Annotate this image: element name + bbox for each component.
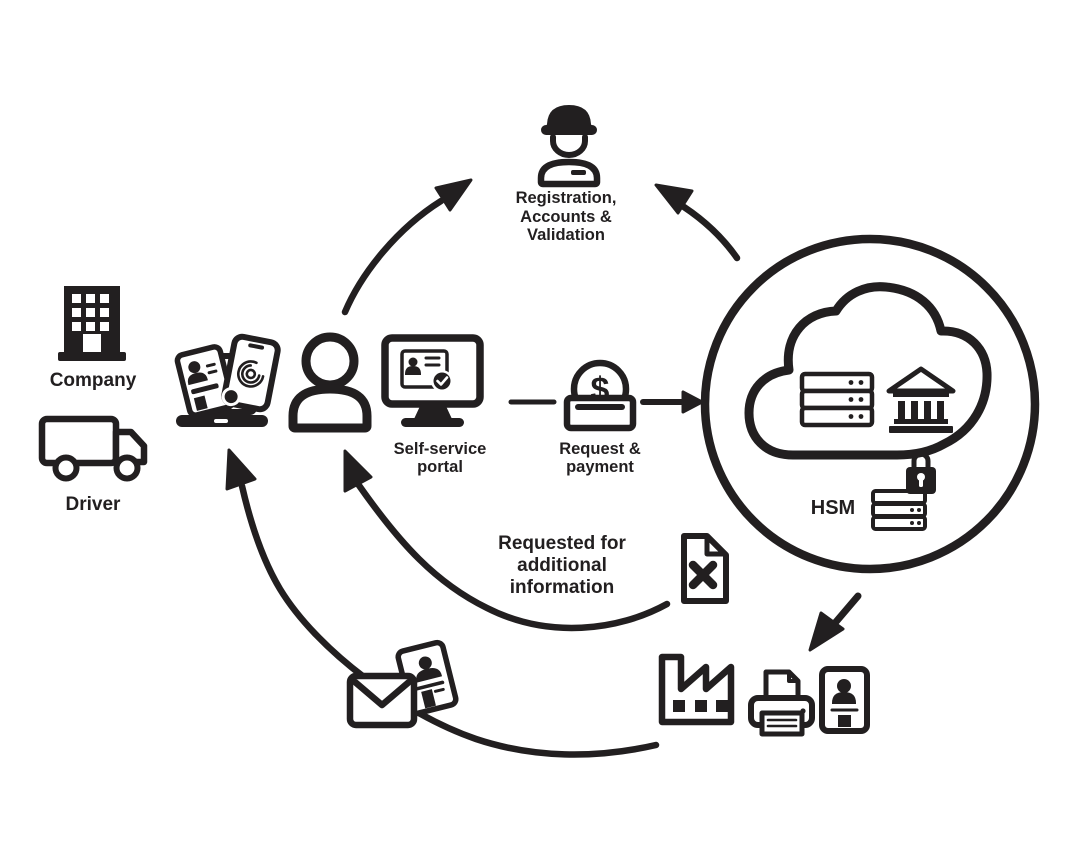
office-building-icon (58, 286, 126, 361)
self-service-portal-label: Self-service portal (393, 440, 487, 476)
self-service-portal-icon (381, 334, 484, 427)
laptop-icon (174, 333, 281, 427)
hsm-server-lock-icon (871, 451, 936, 531)
arrow-person-to-registration (341, 178, 473, 316)
arrow-payment-to-cloud (640, 390, 704, 414)
registration-label: Registration, Accounts & Validation (515, 189, 617, 244)
arc-rejection-to-person (343, 449, 671, 632)
person-icon (288, 332, 372, 433)
printer-icon (748, 669, 815, 737)
requested-info-label: Requested for additional information (498, 533, 626, 598)
envelope-icon (346, 672, 418, 729)
factory-icon (658, 653, 735, 726)
cloud-platform-circle (700, 234, 1040, 574)
bank-icon (886, 366, 956, 433)
hsm-label: HSM (810, 497, 856, 519)
security-officer-icon (537, 105, 601, 188)
fingerprint-phone-icon (221, 333, 281, 413)
arrow-cloud-to-registration (654, 183, 741, 262)
rejected-document-icon (681, 533, 729, 604)
id-card-icon (174, 344, 236, 418)
delivery-truck-icon (38, 415, 148, 482)
company-label: Company (49, 370, 137, 391)
arrow-cloud-to-production (808, 592, 862, 652)
mailed-id-icon (346, 639, 459, 729)
request-payment-label: Request & payment (559, 440, 641, 476)
payment-slot-icon: $ (563, 359, 637, 432)
id-badge-icon (819, 666, 870, 734)
server-icon (799, 371, 875, 428)
driver-label: Driver (65, 494, 121, 515)
